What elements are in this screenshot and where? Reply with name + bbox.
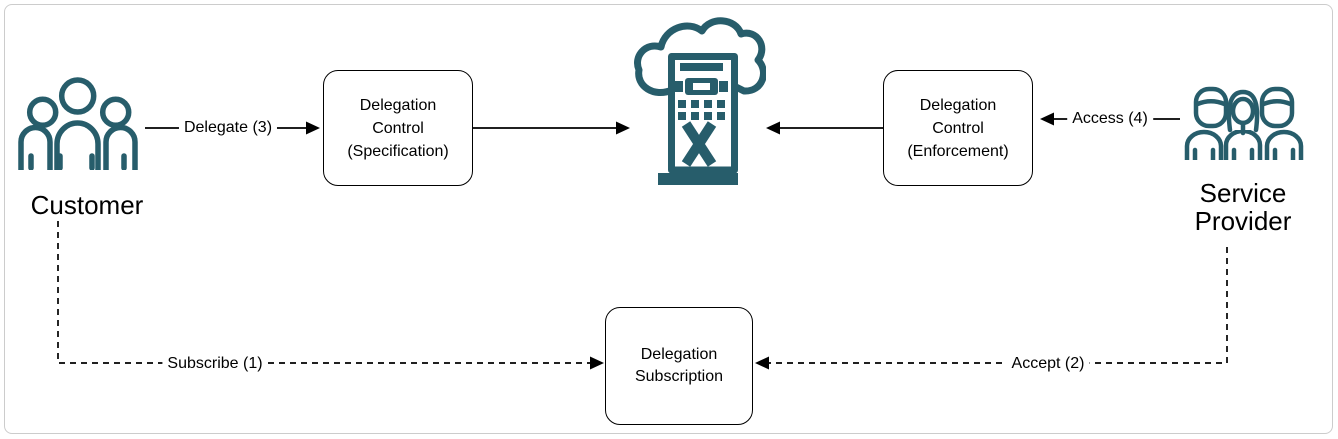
edge-label-subscribe: Subscribe (1) [162, 355, 268, 373]
service-provider-label: Service Provider [1163, 179, 1323, 235]
edge-label-delegate: Delegate (3) [178, 119, 278, 137]
node-label-line: Delegation [359, 96, 437, 114]
node-label-line: Subscription [634, 368, 724, 385]
service-provider-label-line: Provider [1194, 206, 1292, 236]
edge-label-access: Access (4) [1067, 110, 1153, 128]
edge-label-accept: Accept (2) [1006, 355, 1090, 373]
node-label-line: Control [372, 119, 424, 137]
node-label-line: Delegation [919, 96, 997, 114]
node-label-line: Control [932, 119, 984, 137]
edge-enforcement-to-cloud-line [766, 121, 883, 135]
cloud-server-icon[interactable] [632, 14, 766, 190]
team-people-icon[interactable] [1184, 84, 1304, 160]
people-group-icon[interactable] [14, 72, 142, 170]
service-provider-label-line: Service [1199, 178, 1287, 208]
node-label-line: Delegation [640, 346, 718, 363]
edge-accept-line [755, 247, 1228, 370]
node-label-line: (Specification) [347, 142, 449, 160]
node-delegation-control-enforcement[interactable]: Delegation Control (Enforcement) [883, 70, 1033, 186]
edge-specification-to-cloud-line [473, 121, 630, 135]
edge-subscribe-line [57, 221, 604, 370]
node-delegation-subscription[interactable]: Delegation Subscription [605, 307, 753, 425]
node-delegation-control-specification[interactable]: Delegation Control (Specification) [323, 70, 473, 186]
node-label-line: (Enforcement) [907, 142, 1009, 160]
customer-label: Customer [30, 190, 144, 220]
